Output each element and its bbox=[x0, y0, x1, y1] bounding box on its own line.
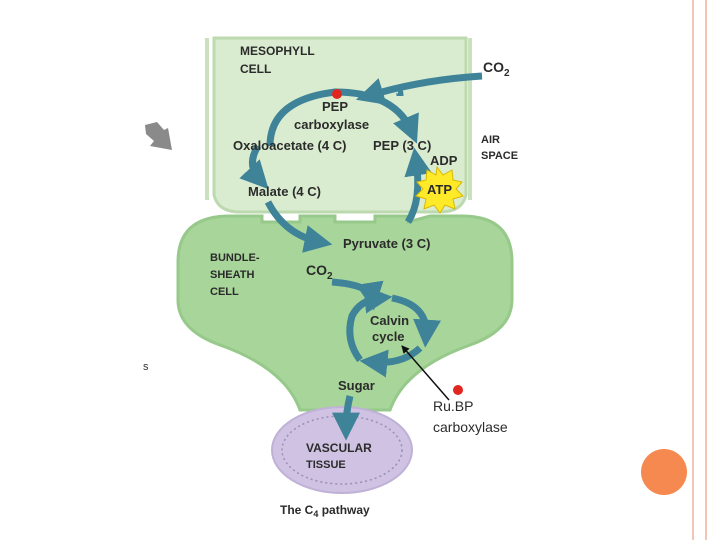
diagram-caption: The C4 pathway bbox=[280, 503, 370, 519]
pathway-arrows bbox=[239, 72, 483, 441]
bundle-sheath-label-line3: CELL bbox=[210, 286, 239, 298]
oxaloacetate-to-malate-arrow bbox=[239, 144, 269, 190]
pep-carboxylase-dot bbox=[332, 89, 342, 99]
sugar-label: Sugar bbox=[338, 378, 375, 393]
pep-carboxylase-label-line2: carboxylase bbox=[294, 117, 369, 132]
slide-border-left bbox=[692, 0, 694, 540]
adp-label: ADP bbox=[430, 153, 458, 168]
pep-3c-label: PEP (3 C) bbox=[373, 138, 431, 153]
bundle-sheath-cell bbox=[176, 214, 514, 412]
decorative-orange-circle bbox=[641, 449, 687, 495]
calvin-label-line2: cycle bbox=[372, 329, 405, 344]
air-space-label-line2: SPACE bbox=[481, 150, 518, 162]
rubp-label-line2: carboxylase bbox=[433, 419, 508, 435]
air-space-label-line1: AIR bbox=[481, 134, 500, 146]
calvin-label-line1: Calvin bbox=[370, 313, 409, 328]
rubp-label-line1: Ru.BP bbox=[433, 398, 473, 414]
sugar-to-vascular-arrow bbox=[332, 395, 361, 441]
bundle-sheath-label-line2: SHEATH bbox=[210, 269, 254, 281]
stray-text: s bbox=[143, 361, 149, 373]
oxaloacetate-label: Oxaloacetate (4 C) bbox=[233, 138, 346, 153]
calvin-cycle-left bbox=[346, 285, 393, 363]
calvin-cycle-right bbox=[391, 294, 441, 348]
co2-bundle-label: CO2 bbox=[306, 262, 333, 282]
pyruvate-label: Pyruvate (3 C) bbox=[343, 236, 430, 251]
vascular-label-line1: VASCULAR bbox=[306, 441, 372, 455]
malate-label: Malate (4 C) bbox=[248, 184, 321, 199]
rubp-carboxylase-dot bbox=[453, 385, 463, 395]
malate-to-pyruvate-arrow bbox=[264, 200, 333, 253]
mesophyll-label-line2: CELL bbox=[240, 62, 271, 76]
pep-carboxylase-label-line1: PEP bbox=[322, 99, 348, 114]
co2-input-label: CO2 bbox=[483, 59, 510, 79]
bundle-sheath-label-line1: BUNDLE- bbox=[210, 252, 260, 264]
rubp-pointer-line bbox=[401, 345, 450, 401]
slide-border-right bbox=[705, 0, 707, 540]
vascular-label-line2: TISSUE bbox=[306, 459, 346, 471]
pep-to-oxaloacetate-arrow bbox=[396, 86, 404, 97]
grey-pointer-arrow bbox=[145, 122, 172, 150]
calvin-cycle-bottom bbox=[359, 345, 423, 378]
atp-label: ATP bbox=[427, 182, 452, 197]
co2-entry-arrow bbox=[355, 72, 483, 105]
atp-starburst bbox=[415, 165, 464, 214]
mesophyll-label-line1: MESOPHYLL bbox=[240, 44, 315, 58]
vascular-tissue-outer bbox=[271, 406, 413, 494]
